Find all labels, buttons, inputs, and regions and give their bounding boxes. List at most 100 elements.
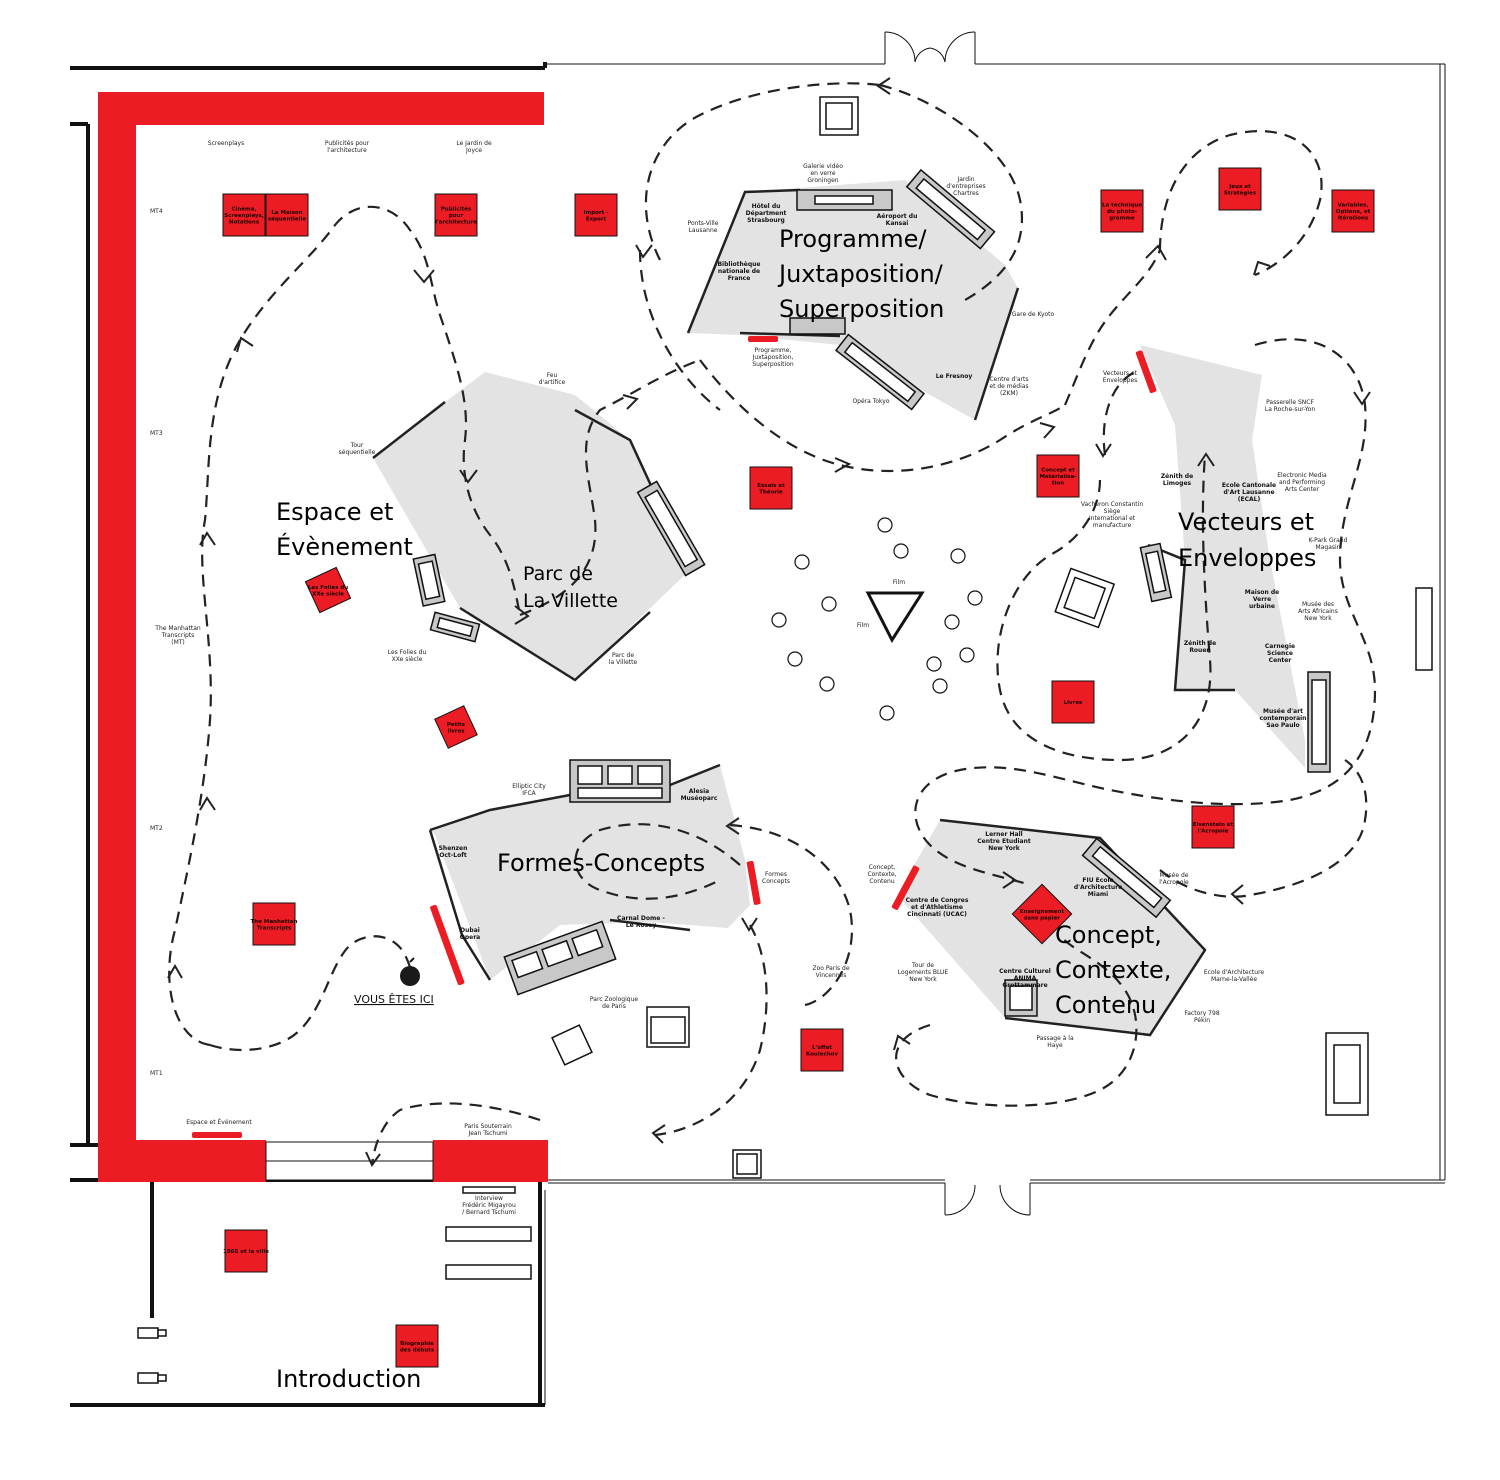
- section-title-espace-2: Évènement: [276, 532, 413, 561]
- project-label-dubai: Dubai: [460, 927, 480, 934]
- project-label-interview: / Bernard Tschumi: [462, 1209, 516, 1216]
- project-label-kpark: Magasin: [1316, 544, 1341, 551]
- project-label-cincinnati: et d'Athletisme: [911, 904, 963, 911]
- concept-station-label: Les Folies du: [308, 585, 348, 591]
- project-label-jardin-chartres: Chartres: [953, 190, 979, 197]
- concept-station-label: 1968 et la ville: [223, 1249, 269, 1255]
- project-label-zkm: (ZKM): [1000, 390, 1018, 397]
- project-label-maison-verre: urbaine: [1249, 603, 1275, 610]
- concept-station-label: Livres: [1064, 700, 1083, 706]
- concept-station-label: Stratégies: [1224, 189, 1257, 196]
- section-title-parc-2: La Villette: [523, 590, 618, 612]
- concept-station-label: Essais et: [757, 483, 785, 489]
- project-label-carnegie: Center: [1269, 657, 1292, 664]
- zone-espace: [372, 372, 692, 682]
- section-title-vecteurs-1: Vecteurs et: [1178, 508, 1314, 536]
- project-label-ponts-ville: Lausanne: [689, 227, 718, 234]
- project-label-parc-villette: Parc de: [612, 652, 634, 659]
- concept-station-label: Screenplays,: [224, 213, 264, 219]
- concept-station-label: gramme: [1109, 216, 1135, 222]
- project-label-musee-arts: New York: [1304, 615, 1332, 622]
- project-label-musee-acropole: Musée de: [1160, 872, 1189, 879]
- red-wall-segments: [192, 336, 1157, 1138]
- project-label-vacheron: International et: [1089, 515, 1136, 522]
- concept-station-square: [1331, 189, 1375, 233]
- project-label-blue: Logements BLUE: [898, 969, 949, 976]
- project-label-blue: New York: [909, 976, 937, 983]
- you-are-here-label: VOUS ÊTES ICI: [354, 993, 434, 1006]
- project-label-espace-wall: Espace et Événement: [186, 1118, 252, 1126]
- concept-station-square: [1051, 680, 1095, 724]
- concept-station-square: [222, 193, 266, 237]
- project-label-musee-arts: Musée des: [1302, 601, 1334, 608]
- project-label-screenplays: Screenplays: [208, 140, 244, 147]
- project-label-ecal: (ECAL): [1238, 496, 1261, 503]
- project-label-passerelle: La Roche-sur-Yon: [1265, 406, 1315, 413]
- project-label-manhattan: Transcripts: [161, 632, 195, 639]
- project-label-zenith-rouen: Rouen: [1189, 647, 1210, 654]
- concept-station-label: sans papier: [1024, 915, 1060, 921]
- concept-station-square: [434, 705, 478, 749]
- project-label-cincinnati: Cincinnati (UCAC): [907, 911, 967, 918]
- project-label-vect-wall: Enveloppes: [1103, 377, 1138, 384]
- concept-station-square: [1036, 454, 1080, 498]
- project-label-prog-wall: Juxtaposition,: [752, 354, 794, 361]
- concept-station-square: [1100, 189, 1144, 233]
- project-label-marne: Ecole d'Architecture: [1204, 969, 1265, 976]
- project-label-musee-acropole: l'Acropole: [1159, 879, 1189, 886]
- mt-marker: MT4: [150, 208, 163, 215]
- project-label-electronic: Arts Center: [1285, 486, 1320, 493]
- concept-station-label: séquentielle: [268, 215, 307, 222]
- project-label-hotel-strasbourg: Hôtel du: [752, 203, 781, 210]
- project-label-lerner: Centre Etudiant: [977, 838, 1031, 845]
- mt-marker: MT2: [150, 825, 163, 832]
- concept-station-box: Cinéma,Screenplays,Notations: [222, 193, 266, 237]
- project-label-electronic: Electronic Media: [1277, 472, 1327, 479]
- concept-station-label: Export: [586, 216, 607, 222]
- film-circles: [771, 517, 983, 721]
- project-label-vacheron: Siège: [1104, 508, 1121, 515]
- mt-marker: MT1: [150, 1070, 163, 1077]
- section-title-programme-2: Juxtaposition/: [777, 260, 944, 288]
- project-label-parc-zoo: Parc Zoologique: [590, 996, 638, 1003]
- project-label-vacheron: Vacheron Constantin: [1081, 501, 1143, 508]
- project-label-zenith-limoges: Limoges: [1163, 480, 1192, 487]
- project-label-folies-xx: XXe siècle: [392, 656, 423, 663]
- concept-station-label: Publicités: [441, 206, 472, 213]
- concept-station-label: pour: [449, 213, 464, 219]
- project-label-bnf: France: [728, 275, 751, 282]
- project-label-passerelle: Passerelle SNCF: [1266, 399, 1314, 406]
- project-label-feu: d'artifice: [539, 379, 566, 386]
- project-label-factory: Pékin: [1194, 1017, 1210, 1024]
- concept-station-square: [800, 1028, 844, 1072]
- project-label-aeroport: Kansai: [886, 220, 909, 227]
- concept-station-label: XXe siècle: [312, 590, 344, 597]
- project-label-manhattan: (MT): [171, 639, 185, 646]
- concept-station-square: [1191, 805, 1235, 849]
- project-label-anima: Centre Culturel: [999, 968, 1051, 975]
- project-label-parc-zoo: de Paris: [602, 1003, 626, 1010]
- project-label-jardin-joyce: Le Jardin de: [456, 140, 492, 147]
- project-label-parc-villette: la Villette: [609, 659, 638, 666]
- project-label-lerner: Lerner Hall: [985, 831, 1022, 838]
- concept-station-square: [434, 193, 478, 237]
- project-label-sao-paulo: Sao Paulo: [1266, 722, 1299, 729]
- red-wall: [98, 92, 548, 1182]
- project-label-hotel-strasbourg: Strasbourg: [747, 217, 785, 224]
- project-label-galerie: Galerie vidéo: [803, 163, 843, 170]
- project-label-anima: ANIMA: [1014, 975, 1037, 982]
- concept-station-label: Variables,: [1338, 203, 1369, 209]
- door-top: [884, 31, 976, 64]
- project-label-carnegie: Science: [1267, 650, 1293, 657]
- project-label-sao-paulo: Musée d'art: [1263, 708, 1303, 715]
- concept-station-label: du photo-: [1107, 209, 1137, 215]
- concept-station-label: La technique: [1102, 203, 1142, 209]
- project-label-opera-tokyo: Opéra Tokyo: [852, 398, 889, 405]
